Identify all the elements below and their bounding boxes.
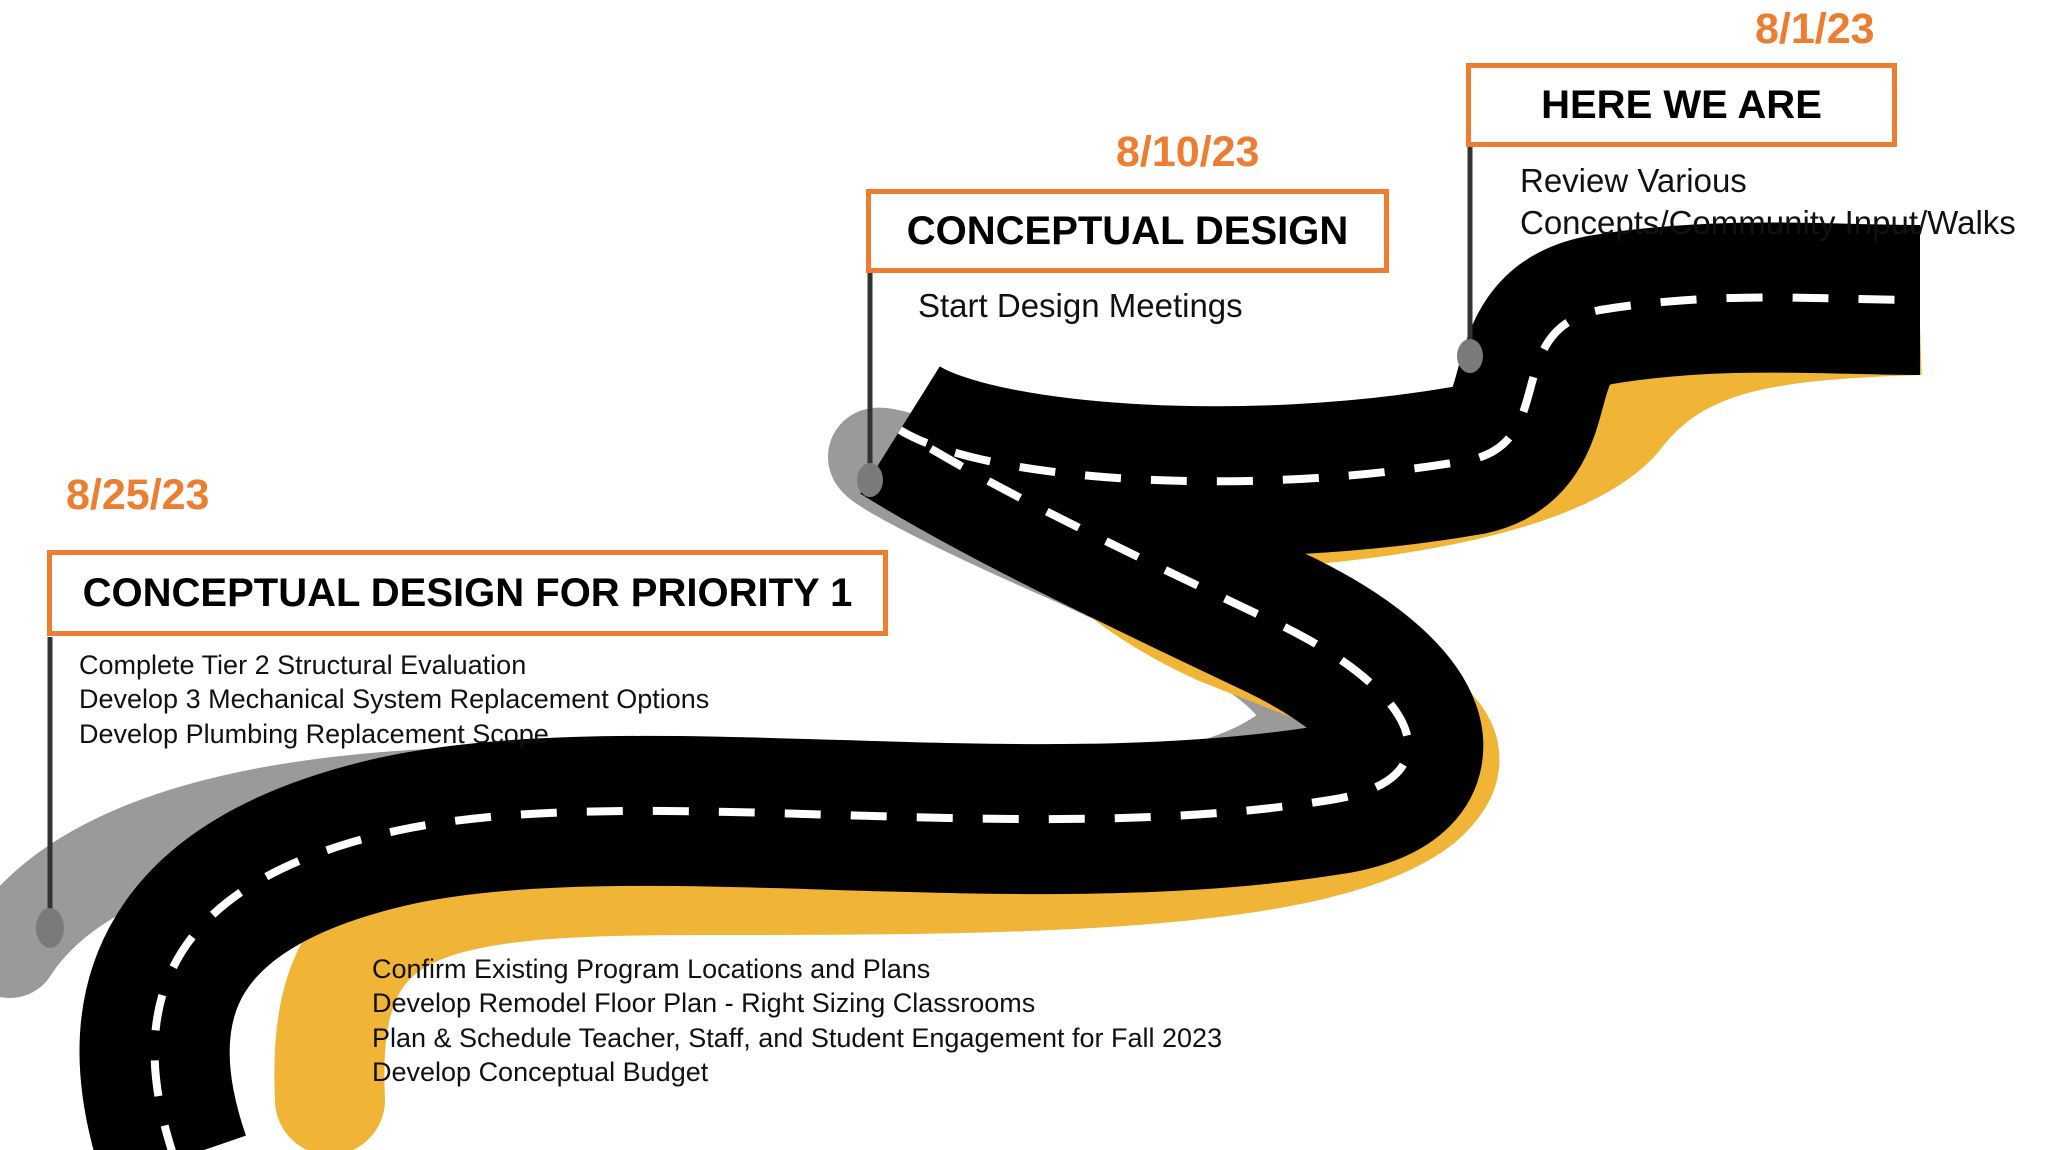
milestone-2-notes: Start Design Meetings bbox=[918, 285, 1243, 327]
milestone-2-title-box: CONCEPTUAL DESIGN bbox=[866, 189, 1389, 273]
milestone-3-note: Develop 3 Mechanical System Replacement … bbox=[79, 684, 710, 715]
marker-dot-2 bbox=[857, 463, 883, 497]
milestone-1-title: HERE WE ARE bbox=[1541, 82, 1822, 127]
milestone-3-note: Develop Plumbing Replacement Scope bbox=[79, 718, 549, 749]
marker-dot-3 bbox=[36, 908, 64, 948]
milestone-2-note: Start Design Meetings bbox=[918, 287, 1243, 324]
milestone-2-title: CONCEPTUAL DESIGN bbox=[906, 208, 1349, 253]
milestone-1-note: Review Various bbox=[1520, 162, 1747, 199]
milestone-3-title-box: CONCEPTUAL DESIGN FOR PRIORITY 1 bbox=[47, 550, 888, 636]
bottom-notes: Confirm Existing Program Locations and P… bbox=[372, 952, 1222, 1089]
milestone-3-date: 8/25/23 bbox=[66, 471, 210, 519]
milestone-2-date: 8/10/23 bbox=[1116, 128, 1260, 176]
bottom-note: Develop Remodel Floor Plan - Right Sizin… bbox=[372, 988, 1036, 1019]
milestone-3-title: CONCEPTUAL DESIGN FOR PRIORITY 1 bbox=[82, 570, 853, 615]
milestone-1-notes: Review Various Concepts/Community Input/… bbox=[1520, 160, 2016, 244]
bottom-note: Plan & Schedule Teacher, Staff, and Stud… bbox=[372, 1022, 1223, 1053]
road-center-dashes bbox=[150, 293, 1921, 1150]
milestone-3-note: Complete Tier 2 Structural Evaluation bbox=[79, 650, 527, 680]
milestone-1-date: 8/1/23 bbox=[1755, 5, 1875, 53]
bottom-note: Confirm Existing Program Locations and P… bbox=[372, 954, 931, 984]
milestone-3-notes: Complete Tier 2 Structural Evaluation De… bbox=[79, 648, 709, 751]
milestone-1-title-box: HERE WE ARE bbox=[1466, 63, 1897, 147]
milestone-1-note: Concepts/Community Input/Walks bbox=[1520, 203, 2016, 241]
marker-dot-1 bbox=[1457, 339, 1483, 373]
bottom-note: Develop Conceptual Budget bbox=[372, 1056, 709, 1087]
